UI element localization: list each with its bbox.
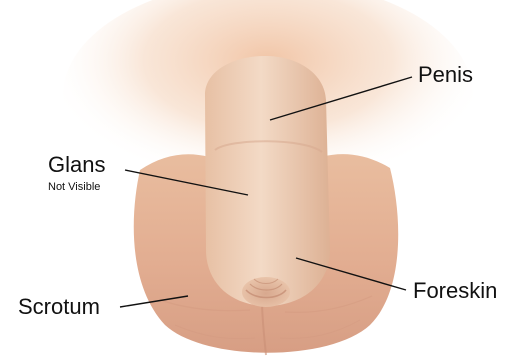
label-glans: Glans <box>48 154 105 176</box>
penis-shaft <box>205 56 330 306</box>
label-foreskin: Foreskin <box>413 280 497 302</box>
label-penis: Penis <box>418 64 473 86</box>
label-scrotum: Scrotum <box>18 296 100 318</box>
label-glans-note: Not Visible <box>48 182 100 193</box>
